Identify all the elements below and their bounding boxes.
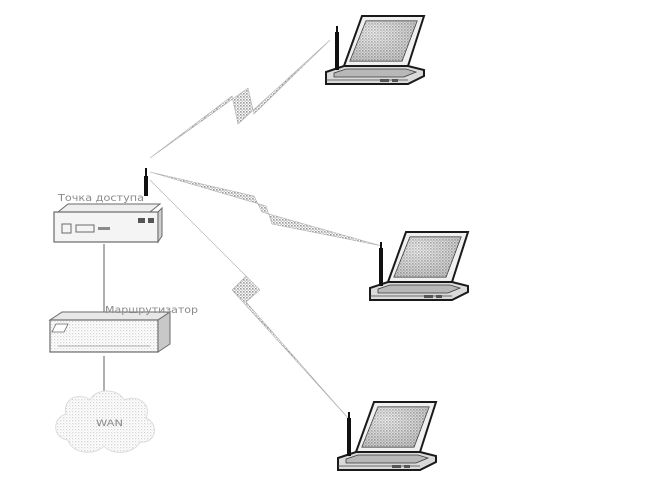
wireless-links	[149, 39, 383, 419]
laptop-icon	[336, 400, 438, 472]
cloud-icon	[55, 390, 155, 453]
lightning-bolt-icon	[149, 171, 383, 247]
router-label: Маршрутизатор	[105, 305, 198, 316]
lightning-bolt-icon	[149, 39, 331, 159]
access-point-icon	[53, 168, 163, 244]
router-icon	[48, 311, 172, 353]
laptop-icon	[368, 230, 470, 302]
lightning-bolt-icon	[149, 179, 349, 419]
laptop-icon	[324, 14, 426, 86]
access-point-label: Точка доступа	[57, 193, 144, 204]
wan-label: WAN	[96, 419, 123, 429]
